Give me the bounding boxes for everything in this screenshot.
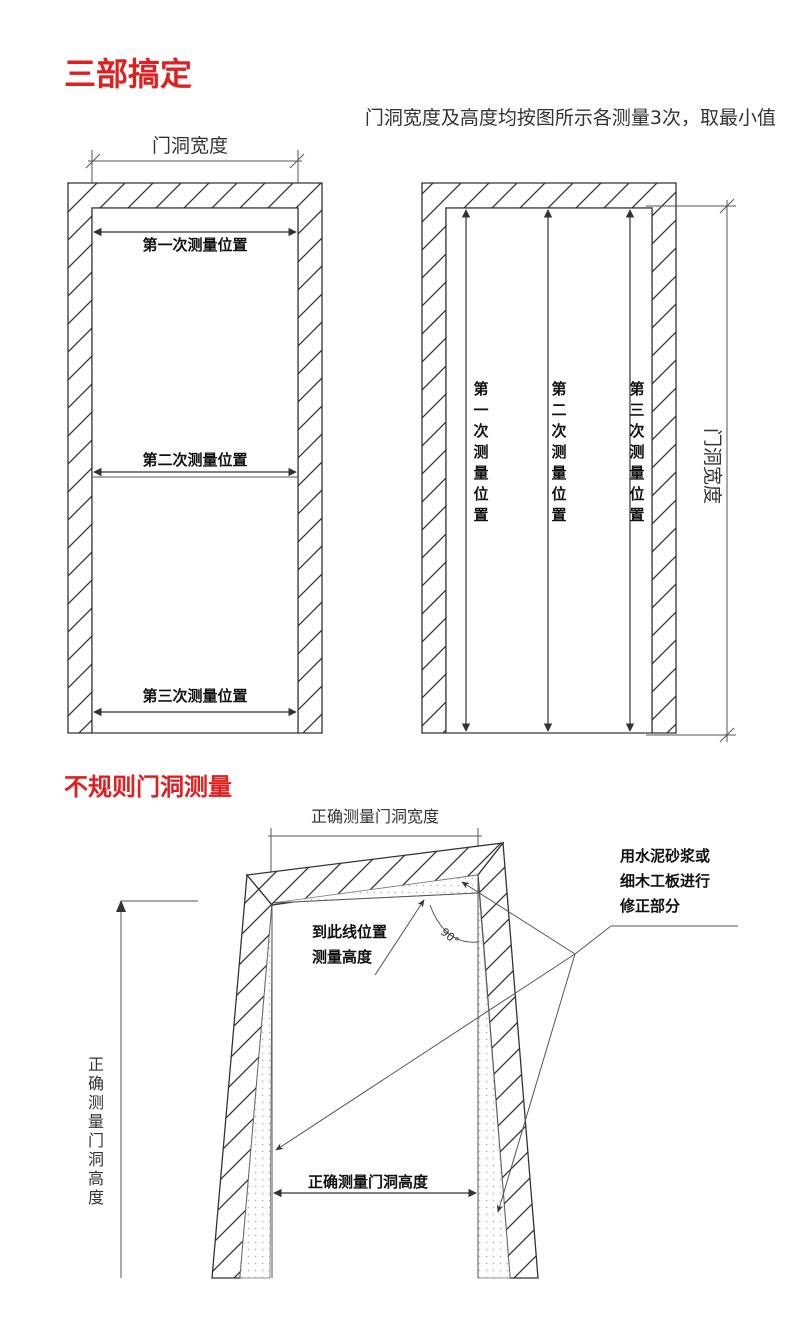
left-measure-3: 第三次测量位置	[142, 687, 247, 705]
section2-title: 不规则门洞测量	[64, 773, 232, 801]
right-measure-3: 第三次测量位置	[629, 380, 644, 524]
vertical-label-char: 次	[551, 422, 566, 440]
vertical-label-char: 正	[88, 1055, 104, 1074]
angle-label: 90°	[438, 925, 461, 947]
measure-here-line1: 到此线位置	[312, 923, 387, 941]
vertical-label-char: 度	[88, 1188, 104, 1207]
vertical-label-char: 测	[88, 1093, 104, 1112]
vertical-label-char: 位	[551, 485, 566, 503]
vertical-label-char: 置	[473, 506, 488, 524]
vertical-label-char: 一	[473, 401, 488, 419]
side-height-label: 正确测量门洞高度	[88, 1055, 104, 1207]
vertical-label-char: 三	[629, 401, 644, 419]
vertical-label-char: 量	[88, 1112, 104, 1131]
vertical-label-char: 确	[88, 1074, 104, 1093]
repair-note-line2: 细木工板进行	[620, 872, 710, 890]
vertical-label-char: 高	[88, 1169, 104, 1188]
measure-here-line2: 测量高度	[312, 948, 373, 966]
vertical-label-char: 置	[629, 506, 644, 524]
vertical-label-char: 二	[551, 401, 566, 419]
vertical-label-char: 次	[473, 422, 488, 440]
left-door-figure: 门洞宽度 第一次测量位置 第二次测量位置 第三次测量位置	[67, 135, 323, 734]
vertical-label-char: 第	[629, 380, 644, 398]
vertical-label-char: 量	[473, 464, 488, 482]
vertical-label-char: 位	[629, 485, 644, 503]
vertical-label-char: 次	[629, 422, 644, 440]
left-repair-fill	[239, 904, 273, 1279]
vertical-label-char: 洞	[88, 1150, 104, 1169]
left-measure-2: 第二次测量位置	[142, 451, 247, 469]
vertical-label-char: 测	[629, 443, 644, 461]
vertical-label-char: 置	[551, 506, 566, 524]
section1-title: 三部搞定	[64, 55, 192, 93]
vertical-label-char: 量	[629, 464, 644, 482]
irregular-door-figure: 正确测量门洞宽度 到此线位置 测量高度 90° 用水泥砂浆或 细木工板进行 修正…	[88, 807, 738, 1279]
vertical-label-char: 位	[473, 485, 488, 503]
right-measure-1: 第一次测量位置	[473, 380, 488, 524]
left-width-label: 门洞宽度	[152, 135, 228, 157]
repair-note-line1: 用水泥砂浆或	[620, 847, 710, 865]
vertical-label-char: 第	[551, 380, 566, 398]
right-measure-2: 第二次测量位置	[551, 380, 566, 524]
vertical-label-char: 测	[551, 443, 566, 461]
height-label: 正确测量门洞高度	[308, 1173, 429, 1191]
vertical-label-char: 量	[551, 464, 566, 482]
vertical-label-char: 测	[473, 443, 488, 461]
vertical-label-char: 第	[473, 380, 488, 398]
measure-note: 门洞宽度及高度均按图所示各测量3次，取最小值	[365, 107, 776, 129]
left-measure-1: 第一次测量位置	[142, 236, 247, 254]
right-door-figure: 第一次测量位置 第二次测量位置 第三次测量位置 门洞宽度	[421, 182, 736, 743]
right-side-label: 门洞宽度	[701, 428, 723, 504]
repair-note-line3: 修正部分	[619, 897, 680, 915]
top-width-label: 正确测量门洞宽度	[311, 807, 439, 826]
vertical-label-char: 门	[88, 1131, 104, 1150]
